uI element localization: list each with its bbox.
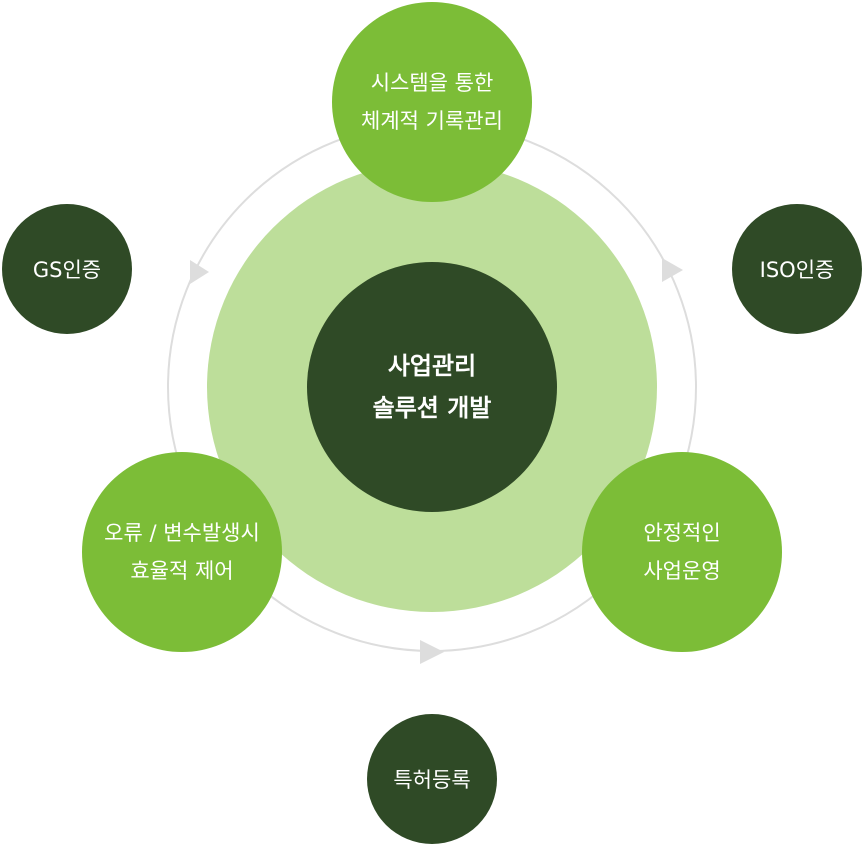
node-stable-operation: 안정적인 사업운영: [582, 452, 782, 652]
node-right-line1: 안정적인: [643, 521, 721, 545]
node-stable-operation-label: 안정적인 사업운영: [643, 514, 720, 590]
node-right-line2: 사업운영: [643, 559, 721, 583]
node-left-line2: 효율적 제어: [130, 559, 234, 583]
badge-patent: 특허등록: [367, 714, 497, 844]
node-error-control: 오류 / 변수발생시 효율적 제어: [82, 452, 282, 652]
node-top-line1: 시스템을 통한: [370, 71, 494, 95]
center-circle: 사업관리 솔루션 개발: [307, 262, 557, 512]
node-error-control-label: 오류 / 변수발생시 효율적 제어: [104, 514, 260, 590]
badge-gs-certification: GS인증: [2, 204, 132, 334]
arrow-bottom-icon: [420, 640, 444, 664]
center-label-line2: 솔루션 개발: [372, 394, 492, 422]
badge-patent-label: 특허등록: [393, 768, 471, 792]
arrow-right-icon: [662, 258, 683, 282]
badge-iso-label: ISO인증: [759, 258, 835, 282]
arrow-left-icon: [190, 260, 209, 284]
center-label-line1: 사업관리: [387, 352, 477, 380]
node-record-management: 시스템을 통한 체계적 기록관리: [332, 2, 532, 202]
badge-iso-certification: ISO인증: [732, 204, 862, 334]
center-label: 사업관리 솔루션 개발: [373, 345, 492, 429]
node-left-line1: 오류 / 변수발생시: [104, 521, 260, 545]
node-top-line2: 체계적 기록관리: [361, 109, 503, 133]
node-record-management-label: 시스템을 통한 체계적 기록관리: [361, 64, 503, 140]
badge-gs-label: GS인증: [32, 258, 102, 282]
